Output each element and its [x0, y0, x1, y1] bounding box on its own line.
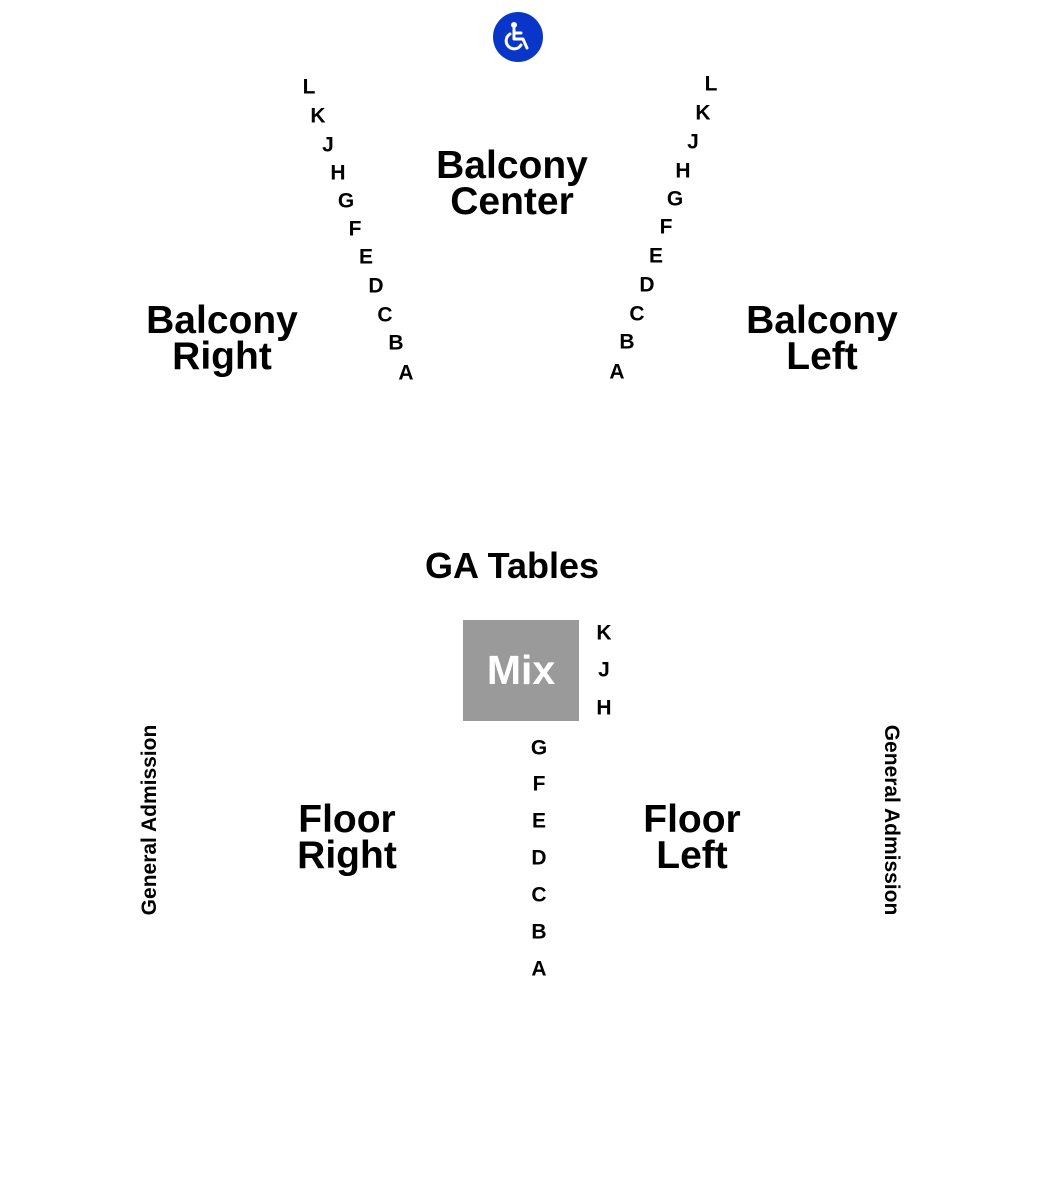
section-balcony-left-line2: Left — [786, 335, 858, 378]
row-label: F — [348, 217, 362, 241]
row-label: K — [596, 621, 612, 645]
section-floor-left-line1: Floor — [643, 798, 741, 841]
row-label: J — [687, 130, 699, 154]
row-label: A — [398, 361, 414, 385]
row-label: B — [388, 331, 404, 355]
row-label: K — [695, 101, 711, 125]
section-general-admission-left[interactable]: General Admission — [138, 724, 161, 916]
wheelchair-glyph — [504, 22, 529, 51]
row-label: H — [596, 696, 612, 720]
row-label: G — [666, 187, 684, 211]
section-balcony-center-line2: Center — [450, 180, 574, 223]
row-label: J — [322, 133, 334, 157]
section-balcony-right-line1: Balcony — [146, 299, 298, 342]
row-label: K — [310, 104, 326, 128]
section-floor-left[interactable]: Floor Left — [612, 798, 772, 877]
row-label: J — [598, 658, 610, 682]
row-label: H — [675, 159, 691, 183]
row-label: E — [531, 809, 547, 833]
row-label: C — [531, 883, 547, 907]
section-general-admission-right[interactable]: General Admission — [880, 724, 903, 916]
row-label: A — [531, 957, 547, 981]
row-label: F — [659, 215, 673, 239]
section-balcony-center-line1: Balcony — [436, 144, 588, 187]
row-label: D — [531, 846, 547, 870]
mix-position: Mix — [463, 620, 579, 721]
row-label: D — [639, 273, 655, 297]
section-ga-tables[interactable]: GA Tables — [424, 545, 600, 586]
row-label: G — [337, 189, 355, 213]
row-label: F — [532, 772, 546, 796]
row-label: H — [330, 161, 346, 185]
row-label: L — [302, 75, 316, 99]
section-balcony-right[interactable]: Balcony Right — [142, 299, 302, 378]
row-label: B — [619, 330, 635, 354]
row-label: E — [358, 245, 374, 269]
section-floor-right-line1: Floor — [298, 798, 396, 841]
row-label: A — [609, 360, 625, 384]
mix-label: Mix — [486, 647, 556, 693]
row-label: G — [530, 736, 548, 760]
row-label: B — [531, 920, 547, 944]
section-floor-right[interactable]: Floor Right — [267, 798, 427, 877]
section-floor-left-line2: Left — [656, 834, 728, 877]
row-label: D — [368, 274, 384, 298]
row-label: E — [648, 244, 664, 268]
wheelchair-icon — [493, 12, 543, 62]
section-balcony-left-line1: Balcony — [746, 299, 898, 342]
section-floor-right-line2: Right — [297, 834, 397, 877]
section-balcony-center[interactable]: Balcony Center — [432, 144, 592, 223]
row-label: L — [704, 72, 718, 96]
section-balcony-right-line2: Right — [172, 335, 272, 378]
row-label: C — [377, 303, 393, 327]
row-label: C — [629, 302, 645, 326]
section-balcony-left[interactable]: Balcony Left — [742, 299, 902, 378]
